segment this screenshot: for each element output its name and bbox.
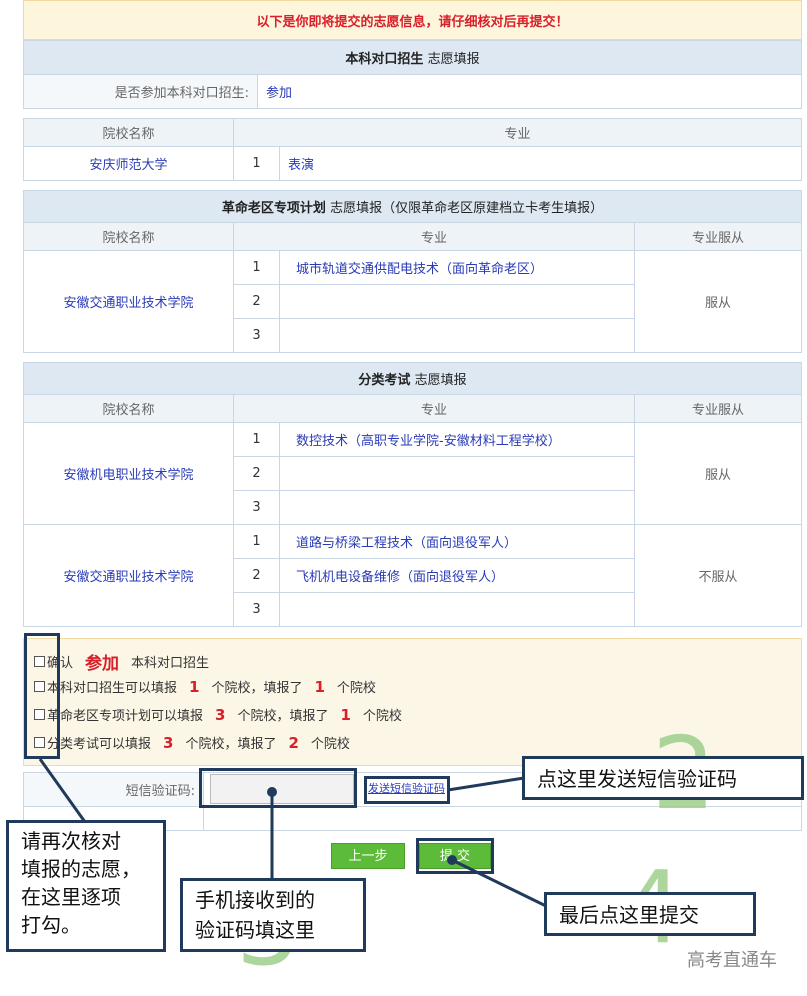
connector-line (451, 858, 547, 908)
confirm-value: 参加 (85, 654, 120, 674)
obey-value: 不服从 (634, 524, 802, 627)
confirm-text: 个院校 (310, 737, 350, 752)
notice-banner: 以下是你即将提交的志愿信息，请仔细核对后再提交！ (23, 0, 802, 40)
annotation-line: 请再次核对 (21, 829, 121, 853)
filled-count: 1 (314, 677, 325, 696)
major-name: 城市轨道交通供配电技术（面向革命老区） (279, 250, 635, 285)
undergrad-majors-table: 院校名称 专业 安庆师范大学 1 表演 (23, 118, 802, 181)
major-num: 1 (233, 524, 280, 559)
col-obey: 专业服从 (634, 222, 802, 251)
col-school: 院校名称 (23, 118, 234, 147)
classified-exam-section: 分类考试 志愿填报 院校名称 专业 专业服从 安徽机电职业技术学院 1 数控技术… (23, 362, 802, 627)
confirm-line-2: 本科对口招生可以填报 1 个院校，填报了 1 个院校 (34, 677, 376, 696)
confirm-text: 个院校 (336, 681, 376, 696)
question-label: 是否参加本科对口招生: (23, 74, 258, 109)
major-num: 1 (233, 422, 280, 457)
connector-dot (267, 787, 277, 797)
confirm-text: 个院校，填报了 (237, 709, 329, 724)
col-school: 院校名称 (23, 222, 234, 251)
annotation-2: 点这里发送短信验证码 (522, 756, 804, 800)
sms-blank (203, 806, 802, 831)
allowed-count: 3 (163, 733, 174, 752)
watermark: 高考直通车 (687, 950, 777, 971)
connector-dot (447, 855, 457, 865)
send-sms-button[interactable]: 发送短信验证码 (368, 782, 445, 795)
col-school: 院校名称 (23, 394, 234, 423)
highlight-submit-button (416, 838, 494, 874)
major-name (279, 592, 635, 627)
confirm-line-3: 革命老区专项计划可以填报 3 个院校，填报了 1 个院校 (34, 705, 402, 724)
school-name: 安徽机电职业技术学院 (23, 422, 234, 525)
question-value: 参加 (257, 74, 802, 109)
confirm-text: 确认 (47, 656, 74, 671)
connector-line (38, 758, 87, 823)
annotation-3: 手机接收到的 验证码填这里 (180, 878, 366, 952)
major-name: 道路与桥梁工程技术（面向退役军人） (279, 524, 635, 559)
connector-line (447, 776, 525, 792)
major-num: 2 (233, 456, 280, 491)
confirm-text: 个院校，填报了 (185, 737, 277, 752)
major-name: 数控技术（高职专业学院-安徽材料工程学校） (279, 422, 635, 457)
major-num: 3 (233, 318, 280, 353)
annotation-4: 最后点这里提交 (544, 892, 756, 936)
revolution-section: 革命老区专项计划 志愿填报（仅限革命老区原建档立卡考生填报） 院校名称 专业 专… (23, 190, 802, 353)
school-name: 安庆师范大学 (23, 146, 234, 181)
section-title: 本科对口招生 志愿填报 (23, 40, 802, 75)
allowed-count: 1 (189, 677, 200, 696)
annotation-1: 请再次核对 填报的志愿， 在这里逐项 打勾。 (6, 820, 166, 952)
major-name: 表演 (279, 146, 802, 181)
confirm-line-4: 分类考试可以填报 3 个院校，填报了 2 个院校 (34, 733, 350, 752)
obey-value: 服从 (634, 422, 802, 525)
school-name: 安徽交通职业技术学院 (23, 250, 234, 353)
major-name (279, 284, 635, 319)
obey-value: 服从 (634, 250, 802, 353)
confirm-text: 本科对口招生可以填报 (47, 681, 178, 696)
col-major: 专业 (233, 118, 802, 147)
confirm-text: 分类考试可以填报 (47, 737, 152, 752)
major-name (279, 318, 635, 353)
annotation-line: 打勾。 (21, 913, 81, 937)
highlight-sms-input (199, 768, 357, 808)
annotation-line: 填报的志愿， (21, 857, 141, 881)
school-name: 安徽交通职业技术学院 (23, 524, 234, 627)
annotation-line: 手机接收到的 (195, 888, 315, 912)
filled-count: 2 (288, 733, 299, 752)
highlight-checkboxes (24, 633, 60, 759)
confirm-panel: 确认 参加 本科对口招生 本科对口招生可以填报 1 个院校，填报了 1 个院校 … (23, 638, 802, 766)
confirm-text: 本科对口招生 (131, 656, 210, 671)
major-num: 2 (233, 284, 280, 319)
major-num: 3 (233, 592, 280, 627)
confirm-line-1: 确认 参加 本科对口招生 (34, 649, 209, 674)
allowed-count: 3 (215, 705, 226, 724)
prev-step-button[interactable]: 上一步 (331, 843, 405, 869)
annotation-line: 验证码填这里 (195, 918, 315, 942)
sms-code-input[interactable] (210, 774, 354, 804)
col-major: 专业 (233, 222, 635, 251)
confirm-text: 革命老区专项计划可以填报 (47, 709, 204, 724)
major-name (279, 490, 635, 525)
confirm-checkbox-4[interactable] (34, 737, 45, 748)
major-name (279, 456, 635, 491)
confirm-checkbox-2[interactable] (34, 681, 45, 692)
confirm-text: 个院校，填报了 (211, 681, 303, 696)
undergrad-section: 本科对口招生 志愿填报 是否参加本科对口招生: 参加 (23, 40, 802, 109)
confirm-checkbox-1[interactable] (34, 656, 45, 667)
annotation-line: 在这里逐项 (21, 885, 121, 909)
col-obey: 专业服从 (634, 394, 802, 423)
filled-count: 1 (340, 705, 351, 724)
confirm-checkbox-3[interactable] (34, 709, 45, 720)
confirm-text: 个院校 (362, 709, 402, 724)
